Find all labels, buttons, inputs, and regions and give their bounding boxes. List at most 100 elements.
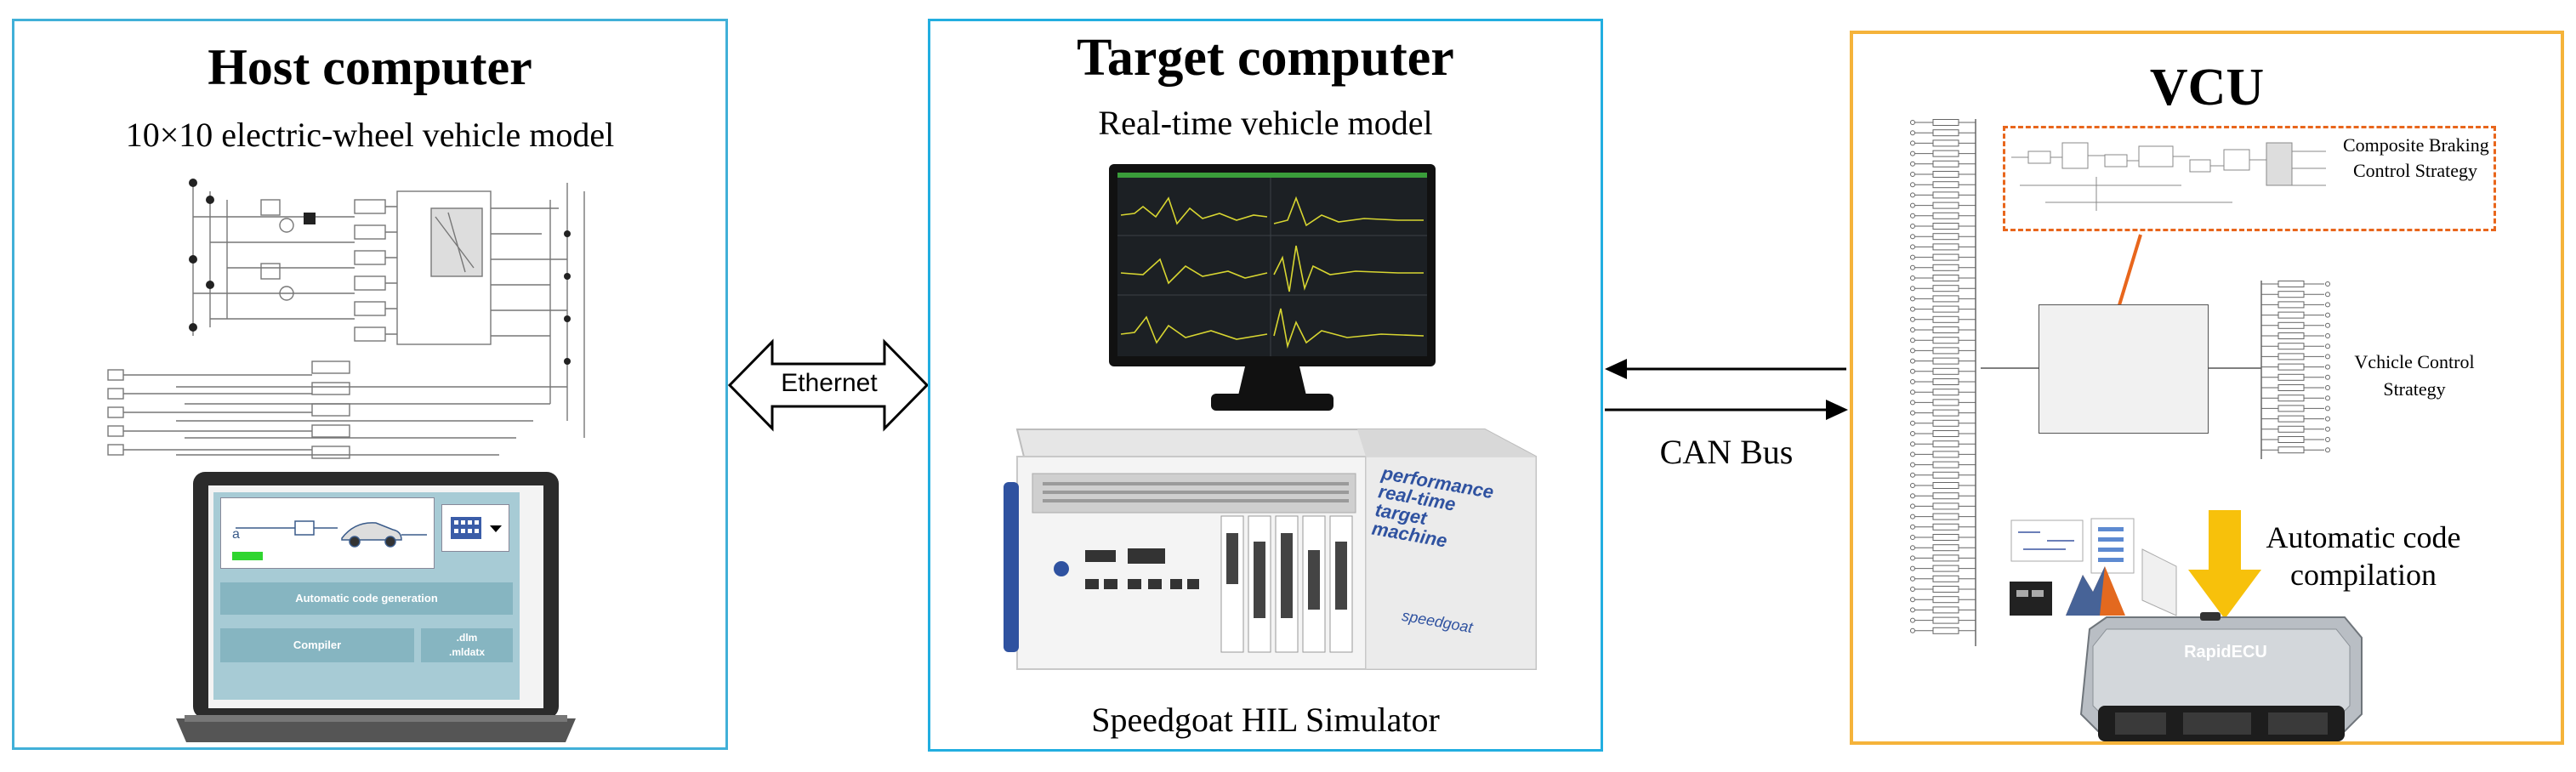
pin-block xyxy=(1932,253,1959,261)
pin-block xyxy=(1932,223,1959,230)
pin-block xyxy=(2277,332,2305,339)
pin-block xyxy=(2277,343,2305,350)
pin-dot xyxy=(1910,224,1915,229)
pin-dot xyxy=(1910,161,1915,167)
vcu-output-pins xyxy=(2260,281,2330,459)
pin-block xyxy=(2277,436,2305,443)
pin-block xyxy=(1932,326,1959,333)
pin-dot xyxy=(1910,514,1915,519)
compiler-bar: Compiler xyxy=(220,628,414,662)
laptop-screen: a Automatic code generation Compiler .dl… xyxy=(213,492,520,700)
pin-block xyxy=(1932,264,1959,271)
pin-block xyxy=(1932,523,1959,531)
simulink-model-diagram xyxy=(107,179,585,459)
pin-dot xyxy=(1910,348,1915,354)
braking-subsystem-sketch xyxy=(2011,142,2326,211)
pin-dot xyxy=(1910,120,1915,125)
pin-block xyxy=(1932,337,1959,344)
pin-dot xyxy=(1910,140,1915,146)
pin-block xyxy=(1932,440,1959,448)
vehicle-control-label: Vchicle Control Strategy xyxy=(2354,351,2475,400)
pin-block xyxy=(1932,502,1959,510)
pin-dot xyxy=(2325,406,2330,412)
pin-block xyxy=(1932,378,1959,385)
vehicle-controller-box xyxy=(2039,304,2209,434)
pin-dot xyxy=(1910,627,1915,633)
pin-block xyxy=(1932,616,1959,624)
pin-dot xyxy=(1910,503,1915,509)
pin-dot xyxy=(1910,286,1915,292)
pin-dot xyxy=(1910,182,1915,188)
can-bus-label: CAN Bus xyxy=(1659,433,1794,471)
pin-dot xyxy=(1910,213,1915,219)
pin-dot xyxy=(1910,462,1915,468)
pin-dot xyxy=(1910,555,1915,561)
host-title: Host computer xyxy=(208,39,532,95)
pin-block xyxy=(2277,384,2305,391)
pin-block xyxy=(2277,363,2305,371)
pin-dot xyxy=(2325,426,2330,432)
pin-dot xyxy=(1910,306,1915,312)
pin-dot xyxy=(2325,354,2330,360)
pin-block xyxy=(1932,347,1959,355)
pin-dot xyxy=(1910,202,1915,208)
target-subtitle: Real-time vehicle model xyxy=(1098,104,1433,142)
pin-dot xyxy=(1910,587,1915,592)
ethernet-double-arrow xyxy=(727,338,930,432)
pin-dot xyxy=(1910,172,1915,177)
pin-dot xyxy=(2325,343,2330,349)
pin-block xyxy=(1932,150,1959,157)
pin-block xyxy=(1932,575,1959,582)
pin-block xyxy=(1932,492,1959,500)
pin-block xyxy=(1932,191,1959,199)
pin-block xyxy=(1932,554,1959,562)
pin-block xyxy=(2277,321,2305,329)
pin-block xyxy=(2277,291,2305,298)
pin-dot xyxy=(1910,234,1915,240)
pin-block xyxy=(1932,171,1959,178)
vcu-title: VCU xyxy=(2149,59,2265,116)
pin-block xyxy=(1932,461,1959,468)
speedgoat-chassis xyxy=(1004,429,1537,670)
pin-block xyxy=(1932,534,1959,541)
pin-dot xyxy=(1910,451,1915,457)
pin-dot xyxy=(2325,364,2330,370)
compile-down-arrow xyxy=(2188,510,2261,619)
pin-block xyxy=(1932,596,1959,604)
pin-dot xyxy=(1910,150,1915,156)
pin-dot xyxy=(2325,416,2330,422)
controller-wires xyxy=(1981,367,2261,369)
pin-block xyxy=(1932,482,1959,489)
vcu-input-pins xyxy=(1910,119,1976,646)
pin-block xyxy=(1932,305,1959,313)
pin-block xyxy=(1932,295,1959,303)
pin-dot xyxy=(2325,281,2330,287)
pin-block xyxy=(1932,233,1959,241)
pin-dot xyxy=(1910,493,1915,499)
pin-block xyxy=(2277,415,2305,423)
pin-dot xyxy=(1910,338,1915,343)
code-tools-icons xyxy=(2010,518,2177,616)
pin-dot xyxy=(1910,410,1915,416)
pin-dot xyxy=(1910,441,1915,447)
pin-dot xyxy=(1910,327,1915,332)
pin-dot xyxy=(1910,420,1915,426)
pin-dot xyxy=(1910,400,1915,406)
pin-block xyxy=(1932,565,1959,572)
auto-compile-label: Automatic code compilation xyxy=(2266,520,2461,592)
pin-dot xyxy=(2325,374,2330,380)
rapid-ecu-module xyxy=(2079,612,2363,741)
pin-dot xyxy=(2325,312,2330,318)
pin-block xyxy=(1932,471,1959,479)
pin-dot xyxy=(1910,358,1915,364)
pin-dot xyxy=(2325,447,2330,453)
pin-dot xyxy=(2325,302,2330,308)
pin-dot xyxy=(1910,316,1915,322)
pin-block xyxy=(1932,419,1959,427)
pin-block xyxy=(1932,627,1959,634)
pin-block xyxy=(2277,281,2305,287)
pin-block xyxy=(1932,389,1959,396)
pin-dot xyxy=(1910,431,1915,436)
pin-dot xyxy=(1910,275,1915,281)
pin-dot xyxy=(1910,607,1915,613)
